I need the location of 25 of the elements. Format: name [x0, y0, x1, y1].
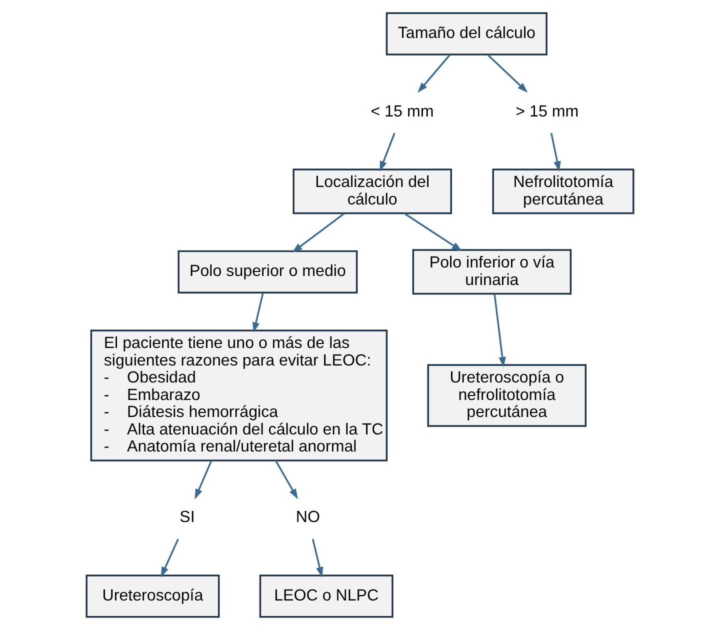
arrow: [493, 294, 506, 368]
arrow: [252, 292, 264, 333]
arrow: [291, 212, 344, 253]
node-box: LEOC o NLPC: [258, 574, 393, 618]
node-box: Ureteroscopía: [85, 574, 220, 618]
node-box: Nefrolitotomía percutánea: [492, 168, 634, 214]
arrow: [311, 538, 323, 578]
node-text: SI: [179, 508, 194, 526]
arrow: [550, 132, 560, 172]
node-box: Polo superior o medio: [177, 250, 358, 294]
node-text: NO: [295, 508, 320, 526]
node-box: Polo inferior o vía urinaria: [412, 249, 572, 295]
arrow: [417, 54, 450, 93]
arrow: [486, 54, 528, 93]
node-box: El paciente tiene uno o más de las siguientes razones para evitar LEOC: - Obesidad - Embarazo - Diátesis hemorrágica - Alta atenuación del cálculo en la TC - Anatomía renal/uteretal anormal: [90, 330, 388, 462]
node-text: > 15 mm: [515, 102, 578, 120]
node-text: < 15 mm: [370, 102, 434, 120]
node-box: Ureteroscopía o nefrolitotomía percutánea: [426, 364, 586, 427]
arrow: [160, 538, 178, 578]
node-box: Tamaño del cálculo: [385, 12, 547, 56]
arrow: [379, 132, 395, 172]
arrow: [403, 212, 462, 252]
arrow: [274, 460, 298, 500]
node-box: Localización del cálculo: [292, 168, 452, 214]
arrow: [194, 460, 212, 500]
